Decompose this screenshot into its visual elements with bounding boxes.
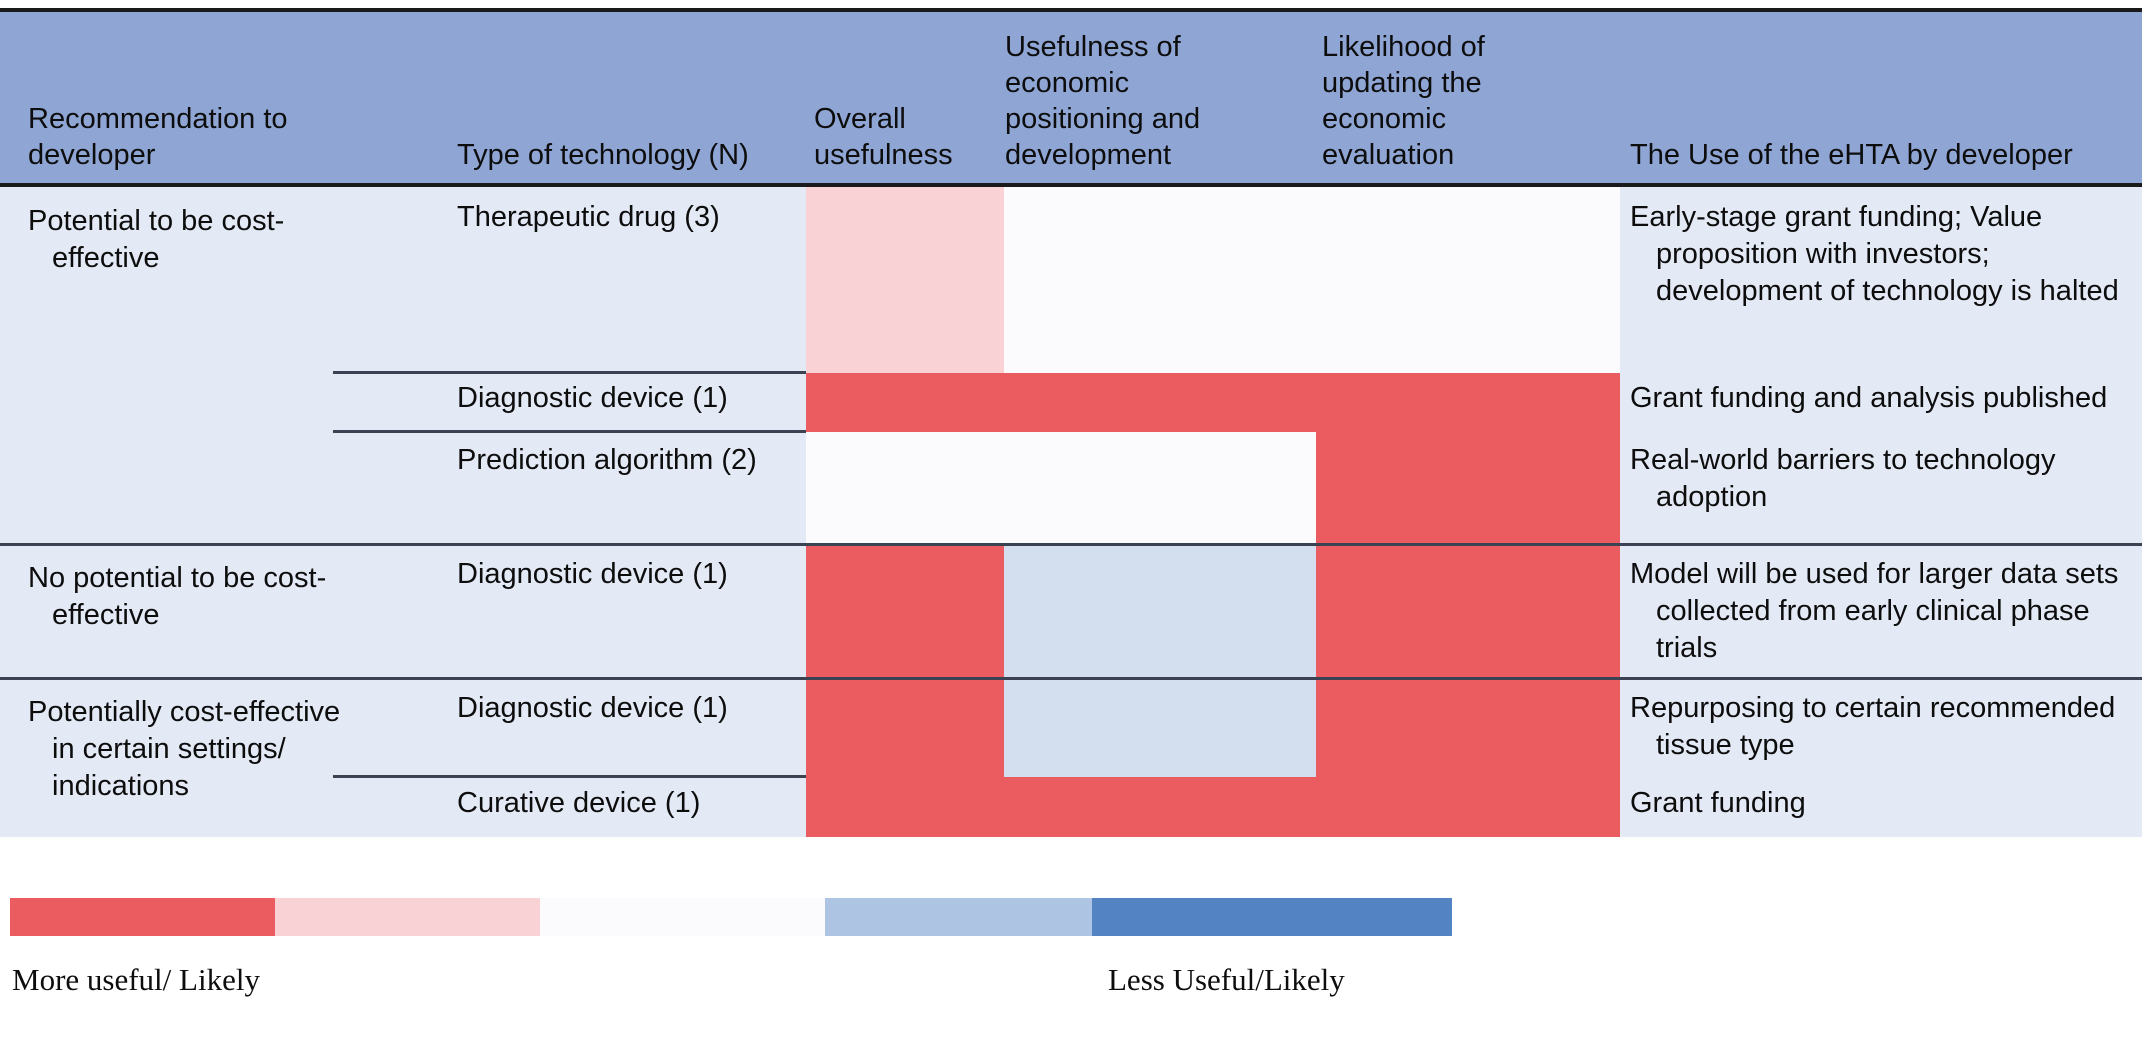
table-row: Diagnostic device (1) Repurposing to cer… xyxy=(0,680,2142,777)
technology-label: Curative device (1) xyxy=(457,787,701,819)
heat-cell-overall xyxy=(806,432,1004,543)
heat-cell-likelihood xyxy=(1316,432,1620,543)
table-row: Prediction algorithm (2) Real-world barr… xyxy=(0,430,2142,543)
ehta-use-text: Real-world barriers to technology adopti… xyxy=(1630,444,2056,513)
color-legend xyxy=(10,898,1452,936)
heat-cell-positioning xyxy=(1004,432,1316,543)
column-header-overall-usefulness: Overall usefulness xyxy=(814,103,953,171)
recommendation-label: Potentially cost-effective in certain se… xyxy=(28,696,341,802)
heat-cell-likelihood xyxy=(1316,680,1620,777)
heat-cell-positioning xyxy=(1004,680,1316,777)
heat-cell-likelihood xyxy=(1316,777,1620,837)
column-header-ehta-use: The Use of the eHTA by developer xyxy=(1630,139,2073,171)
column-header-likelihood: Likelihood of updating the economic eval… xyxy=(1322,31,1485,171)
heat-cell-likelihood xyxy=(1316,187,1620,373)
table-row: Diagnostic device (1) Grant funding and … xyxy=(0,371,2142,432)
heatmap-table: Recommendation to developer Type of tech… xyxy=(0,8,2142,837)
technology-label: Therapeutic drug (3) xyxy=(457,201,720,233)
heat-cell-overall xyxy=(806,546,1004,680)
ehta-use-text: Repurposing to certain recommended tissu… xyxy=(1630,692,2116,761)
table-row: Diagnostic device (1) Model will be used… xyxy=(0,546,2142,680)
heat-cell-overall xyxy=(806,373,1004,432)
heat-cell-overall xyxy=(806,777,1004,837)
table-row: Curative device (1) Grant funding xyxy=(0,775,2142,837)
legend-swatch-red xyxy=(10,898,275,936)
legend-swatch-light-blue xyxy=(825,898,1092,936)
table-group-potentially: Potentially cost-effective in certain se… xyxy=(0,677,2142,837)
ehta-use-text: Grant funding xyxy=(1630,787,1806,819)
row-divider xyxy=(333,775,806,778)
recommendation-label: Potential to be cost-effective xyxy=(28,205,285,274)
table-group-no-potential: No potential to be cost-effective Diagno… xyxy=(0,543,2142,680)
heat-cell-positioning xyxy=(1004,546,1316,680)
table-group-potential: Potential to be cost-effective Therapeut… xyxy=(0,187,2142,543)
heat-cell-overall xyxy=(806,187,1004,373)
technology-label: Diagnostic device (1) xyxy=(457,382,728,414)
technology-label: Diagnostic device (1) xyxy=(457,692,728,724)
heat-cell-positioning xyxy=(1004,373,1316,432)
ehta-use-text: Early-stage grant funding; Value proposi… xyxy=(1630,201,2119,307)
heat-cell-overall xyxy=(806,680,1004,777)
heat-cell-positioning xyxy=(1004,187,1316,373)
ehta-use-text: Grant funding and analysis published xyxy=(1630,382,2108,414)
row-divider xyxy=(333,430,806,433)
table-header-row: Recommendation to developer Type of tech… xyxy=(0,12,2142,187)
column-header-positioning: Usefulness of economic positioning and d… xyxy=(1005,31,1201,171)
recommendation-label: No potential to be cost-effective xyxy=(28,562,327,631)
table-body: Potential to be cost-effective Therapeut… xyxy=(0,187,2142,837)
legend-label-less-useful: Less Useful/Likely xyxy=(1108,962,1345,997)
legend-swatch-light-red xyxy=(275,898,540,936)
technology-label: Prediction algorithm (2) xyxy=(457,444,757,476)
heat-cell-likelihood xyxy=(1316,373,1620,432)
legend-swatch-blue xyxy=(1092,898,1452,936)
ehta-use-text: Model will be used for larger data sets … xyxy=(1630,558,2119,664)
heat-cell-positioning xyxy=(1004,777,1316,837)
table-row: Therapeutic drug (3) Early-stage grant f… xyxy=(0,187,2142,373)
column-header-recommendation: Recommendation to developer xyxy=(28,103,288,171)
legend-swatch-near-white xyxy=(540,898,825,936)
row-divider xyxy=(333,371,806,374)
technology-label: Diagnostic device (1) xyxy=(457,558,728,590)
heat-cell-likelihood xyxy=(1316,546,1620,680)
legend-label-more-useful: More useful/ Likely xyxy=(12,962,260,997)
column-header-technology: Type of technology (N) xyxy=(457,139,749,171)
